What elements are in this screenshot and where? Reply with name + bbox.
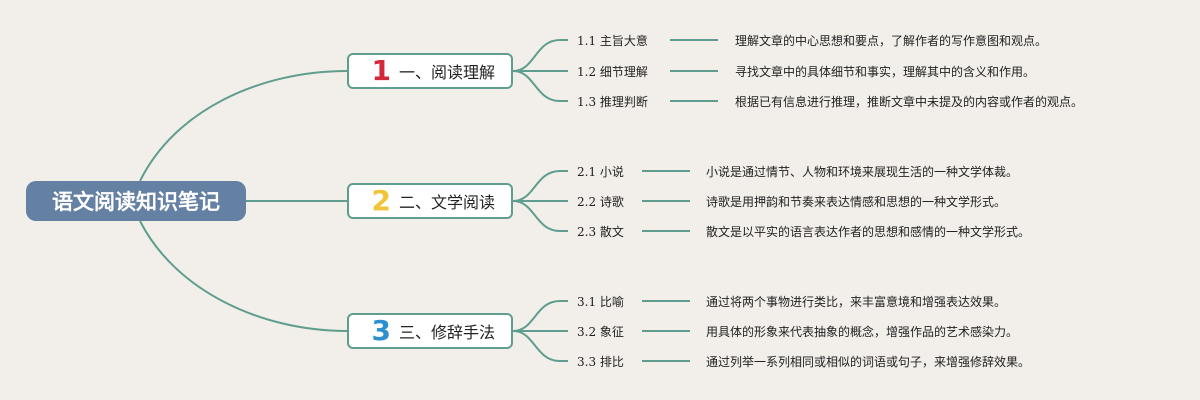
branch-rhetorical-devices[interactable]: 3 三、修辞手法 bbox=[347, 313, 513, 349]
branch-number: 3 bbox=[371, 314, 391, 347]
link-branch-3-sub-3 bbox=[512, 330, 561, 362]
link-branch-1-sub-3 bbox=[512, 70, 561, 102]
subtopic-2-1[interactable]: 2.1 小说 bbox=[577, 165, 624, 179]
desc-2-2: 诗歌是用押韵和节奏来表达情感和思想的一种文学形式。 bbox=[706, 195, 1007, 209]
root-title: 语文阅读知识笔记 bbox=[52, 190, 220, 214]
subtopic-1-3[interactable]: 1.3 推理判断 bbox=[577, 95, 648, 109]
desc-1-1: 理解文章的中心思想和要点，了解作者的写作意图和观点。 bbox=[735, 34, 1048, 48]
subtopic-3-3[interactable]: 3.3 排比 bbox=[577, 355, 624, 369]
link-branch-1-sub-1 bbox=[512, 39, 561, 72]
subtopic-3-2[interactable]: 3.2 象征 bbox=[577, 325, 624, 339]
branch-number: 1 bbox=[371, 54, 391, 87]
subtopic-1-1[interactable]: 1.1 主旨大意 bbox=[577, 34, 648, 48]
subtopic-3-1[interactable]: 3.1 比喻 bbox=[577, 295, 624, 309]
link-root-branch-1 bbox=[139, 70, 348, 182]
desc-2-1: 小说是通过情节、人物和环境来展现生活的一种文学体裁。 bbox=[706, 165, 1019, 179]
link-root-branch-3 bbox=[139, 220, 348, 332]
desc-3-1: 通过将两个事物进行类比，来丰富意境和增强表达效果。 bbox=[706, 295, 1007, 309]
desc-3-3: 通过列举一系列相同或相似的词语或句子，来增强修辞效果。 bbox=[706, 355, 1031, 369]
link-branch-3-sub-1 bbox=[512, 300, 561, 332]
desc-3-2: 用具体的形象来代表抽象的概念，增强作品的艺术感染力。 bbox=[706, 325, 1019, 339]
desc-1-3: 根据已有信息进行推理，推断文章中未提及的内容或作者的观点。 bbox=[735, 95, 1084, 109]
branch-label: 二、文学阅读 bbox=[399, 193, 496, 212]
desc-2-3: 散文是以平实的语言表达作者的思想和感情的一种文学形式。 bbox=[706, 225, 1031, 239]
branch-label: 三、修辞手法 bbox=[399, 323, 496, 342]
branch-number: 2 bbox=[371, 184, 391, 217]
branch-label: 一、阅读理解 bbox=[399, 63, 496, 82]
link-branch-2-sub-1 bbox=[512, 170, 561, 202]
branch-reading-comprehension[interactable]: 1 一、阅读理解 bbox=[347, 53, 513, 89]
desc-1-2: 寻找文章中的具体细节和事实，理解其中的含义和作用。 bbox=[735, 65, 1036, 79]
subtopic-2-2[interactable]: 2.2 诗歌 bbox=[577, 195, 624, 209]
subtopic-1-2[interactable]: 1.2 细节理解 bbox=[577, 65, 648, 79]
link-branch-2-sub-3 bbox=[512, 200, 561, 232]
branch-literary-reading[interactable]: 2 二、文学阅读 bbox=[347, 183, 513, 219]
root-topic[interactable]: 语文阅读知识笔记 bbox=[26, 181, 246, 221]
subtopic-2-3[interactable]: 2.3 散文 bbox=[577, 225, 624, 239]
